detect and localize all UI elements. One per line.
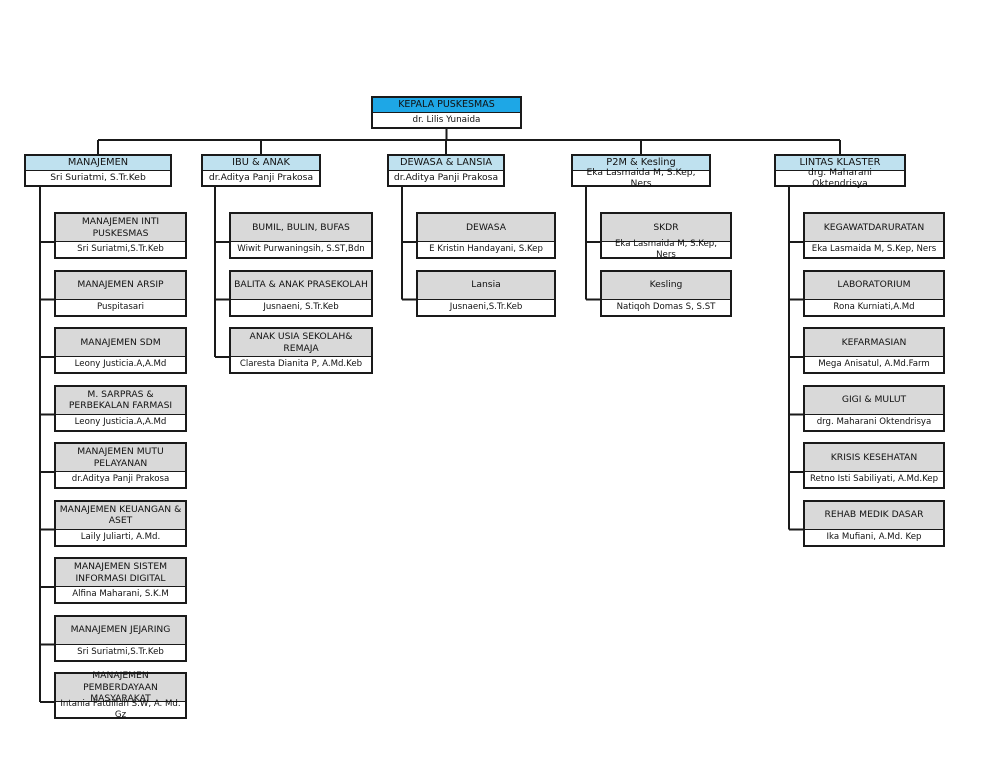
unit-box-2-1-person: Jusnaeni,S.Tr.Keb	[449, 301, 523, 312]
unit-box-4-5-title: REHAB MEDIK DASAR	[805, 501, 943, 530]
unit-box-0-4: MANAJEMEN MUTU PELAYANAN dr.Aditya Panji …	[54, 442, 187, 489]
unit-box-0-6: MANAJEMEN SISTEM INFORMASI DIGITAL Alfina…	[54, 557, 187, 604]
unit-box-1-1-person: Jusnaeni, S.Tr.Keb	[263, 301, 339, 312]
unit-box-4-1-title: LABORATORIUM	[805, 271, 943, 300]
cluster-box-2-title: DEWASA & LANSIA	[389, 156, 503, 171]
unit-box-4-5-person: Ika Mufiani, A.Md. Kep	[826, 531, 922, 542]
cluster-box-2-person: dr.Aditya Panji Prakosa	[393, 172, 499, 184]
unit-box-4-0-person: Eka Lasmaida M, S.Kep, Ners	[811, 244, 937, 255]
unit-box-4-3-person: drg. Maharani Oktendrisya	[816, 416, 932, 427]
unit-box-4-4: KRISIS KESEHATAN Retno Isti Sabiliyati, A…	[803, 442, 945, 489]
unit-box-0-6-person: Alfina Maharani, S.K.M	[72, 589, 169, 600]
unit-box-1-2-person: Claresta Dianita P, A.Md.Keb	[239, 359, 363, 370]
unit-box-4-2: KEFARMASIAN Mega Anisatul, A.Md.Farm	[803, 327, 945, 374]
unit-box-0-5-title: MANAJEMEN KEUANGAN & ASET	[56, 501, 185, 530]
unit-box-0-0-person: Sri Suriatmi,S.Tr.Keb	[77, 244, 164, 255]
unit-box-0-2-person: Leony Justicia.A,A.Md	[74, 359, 167, 370]
unit-box-2-0-title: DEWASA	[418, 214, 554, 242]
cluster-box-1-person: dr.Aditya Panji Prakosa	[208, 172, 314, 184]
cluster-box-4-person: drg. Maharani Oktendrisya	[808, 166, 872, 190]
unit-box-4-3-title: GIGI & MULUT	[805, 386, 943, 415]
unit-box-0-1-title: MANAJEMEN ARSIP	[56, 271, 185, 300]
unit-box-4-2-title: KEFARMASIAN	[805, 329, 943, 357]
unit-box-1-2-title: ANAK USIA SEKOLAH& REMAJA	[231, 329, 371, 357]
unit-box-4-4-person: Retno Isti Sabiliyati, A.Md.Kep	[809, 474, 939, 485]
unit-box-4-2-person: Mega Anisatul, A.Md.Farm	[818, 359, 930, 370]
unit-box-3-1-person: Natiqoh Domas S, S.ST	[616, 301, 716, 312]
unit-box-1-0: BUMIL, BULIN, BUFAS Wiwit Purwaningsih, S…	[229, 212, 373, 259]
unit-box-0-2: MANAJEMEN SDM Leony Justicia.A,A.Md	[54, 327, 187, 374]
unit-box-0-7-title: MANAJEMEN JEJARING	[56, 616, 185, 645]
unit-box-0-8-person: Intania Fatdillah S.W, A. Md. Gz	[60, 698, 181, 720]
unit-box-3-0-person: Eka Lasmaida M, S.Kep, Ners	[614, 238, 717, 260]
unit-box-0-0: MANAJEMEN INTI PUSKESMAS Sri Suriatmi,S.T…	[54, 212, 187, 259]
unit-box-2-0-person: E Kristin Handayani, S.Kep	[429, 244, 543, 255]
unit-box-0-8-title: MANAJEMEN PEMBERDAYAAN MASYARAKAT	[56, 670, 185, 704]
unit-box-0-7-person: Sri Suriatmi,S.Tr.Keb	[77, 646, 164, 657]
unit-box-4-4-title: KRISIS KESEHATAN	[805, 444, 943, 472]
cluster-box-3-title: P2M & Kesling	[573, 156, 709, 171]
unit-box-4-0: KEGAWATDARURATAN Eka Lasmaida M, S.Kep, N…	[803, 212, 945, 259]
unit-box-1-1-title: BALITA & ANAK PRASEKOLAH	[231, 271, 371, 300]
unit-box-4-0-title: KEGAWATDARURATAN	[805, 214, 943, 242]
unit-box-2-0: DEWASA E Kristin Handayani, S.Kep	[416, 212, 556, 259]
unit-box-0-6-title: MANAJEMEN SISTEM INFORMASI DIGITAL	[56, 559, 185, 587]
unit-box-1-0-person: Wiwit Purwaningsih, S.ST,Bdn	[237, 244, 365, 255]
cluster-box-0-person: Sri Suriatmi, S.Tr.Keb	[50, 172, 146, 184]
cluster-box-0-title: MANAJEMEN	[26, 156, 170, 171]
unit-box-0-2-title: MANAJEMEN SDM	[56, 329, 185, 357]
root-box-person: dr. Lilis Yunaida	[412, 114, 481, 125]
cluster-box-3-person: Eka Lasmaida M, S.Kep, Ners	[586, 166, 696, 190]
unit-box-0-1-person: Puspitasari	[96, 301, 145, 312]
unit-box-0-3-title: M. SARPRAS & PERBEKALAN FARMASI	[56, 386, 185, 415]
unit-box-4-1-person: Rona Kurniati,A.Md	[833, 301, 915, 312]
unit-box-2-1-title: Lansia	[418, 271, 554, 300]
cluster-box-4-title: LINTAS KLASTER	[776, 156, 904, 171]
unit-box-1-2: ANAK USIA SEKOLAH& REMAJA Claresta Dianit…	[229, 327, 373, 374]
unit-box-0-0-title: MANAJEMEN INTI PUSKESMAS	[56, 214, 185, 242]
root-box-title: KEPALA PUSKESMAS	[373, 98, 520, 113]
unit-box-3-0-title: SKDR	[602, 214, 730, 242]
unit-box-0-5-person: Laily Juliarti, A.Md.	[80, 531, 161, 542]
cluster-box-1-title: IBU & ANAK	[203, 156, 319, 171]
unit-box-3-1-title: Kesling	[602, 271, 730, 300]
unit-box-1-0-title: BUMIL, BULIN, BUFAS	[231, 214, 371, 242]
unit-box-0-4-title: MANAJEMEN MUTU PELAYANAN	[56, 444, 185, 472]
unit-box-0-3-person: Leony Justicia.A,A.Md	[74, 416, 167, 427]
unit-box-0-4-person: dr.Aditya Panji Prakosa	[71, 474, 170, 485]
